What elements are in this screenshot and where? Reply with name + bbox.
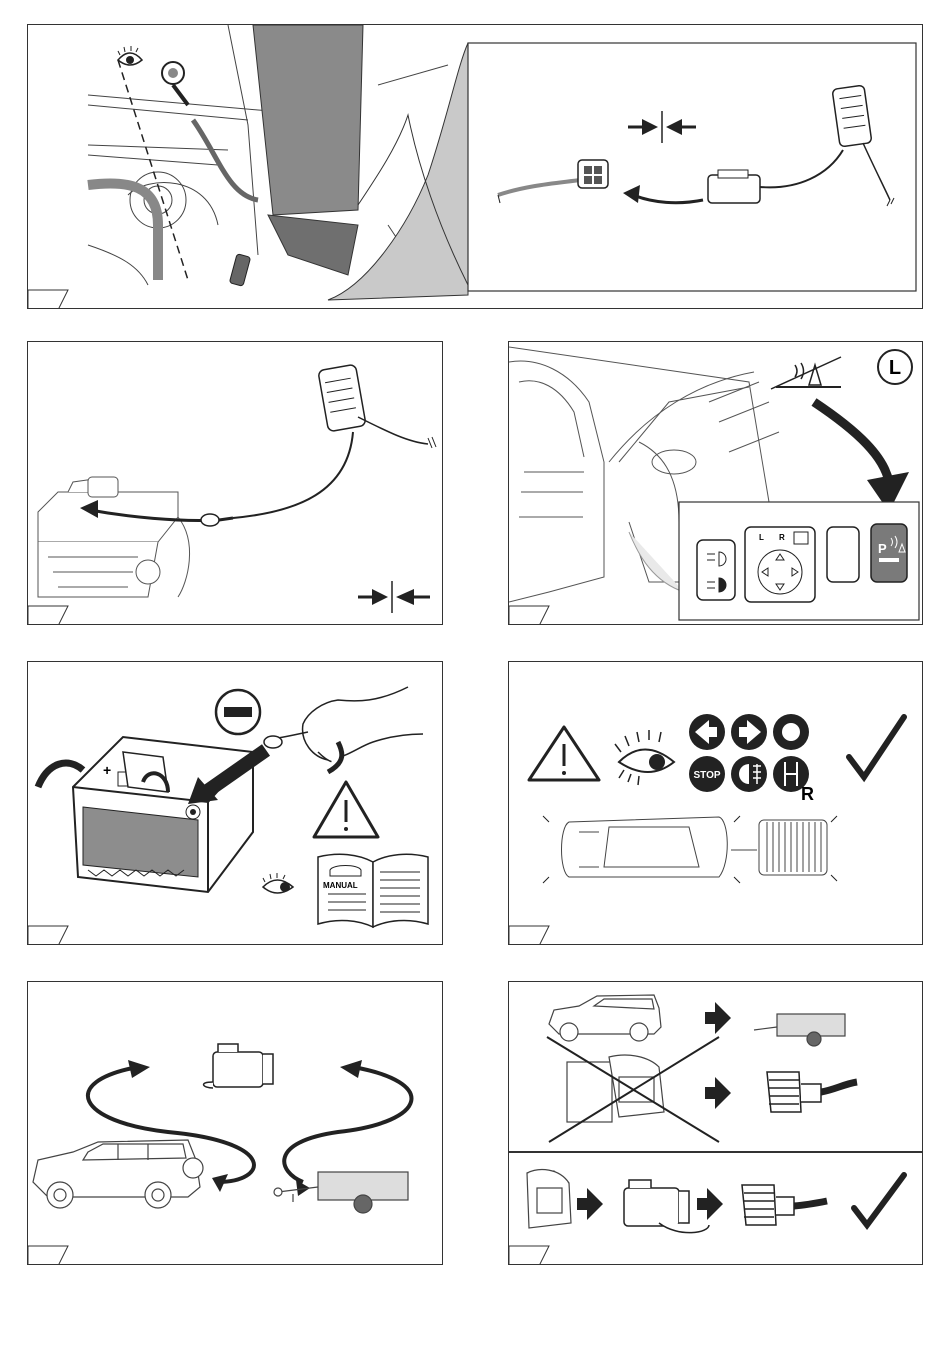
step-5-illustration: STOP R	[509, 662, 923, 945]
hand-with-terminal	[264, 687, 423, 772]
panel-step-1	[27, 24, 923, 309]
step-7-illustration	[509, 982, 923, 1152]
arrow-tip	[340, 1060, 362, 1078]
arrow-right-icon	[731, 714, 767, 750]
checkmark-icon	[854, 1175, 904, 1225]
trailer-top-view	[759, 816, 837, 881]
loop-arrow-right	[284, 1067, 411, 1182]
round-plug	[162, 62, 188, 105]
body-panel	[253, 25, 363, 215]
body-panel-lower	[268, 215, 358, 275]
step-2-illustration	[28, 342, 443, 625]
grey-cable	[88, 183, 158, 280]
svg-text:P: P	[878, 541, 887, 556]
letter-l-badge: L	[878, 350, 912, 384]
parking-sensor-switch[interactable]: P	[871, 524, 907, 582]
warning-icon	[314, 782, 378, 837]
car-top-view	[543, 816, 740, 883]
reverse-gear-icon: R	[773, 756, 814, 804]
trailer-side-view	[754, 1014, 845, 1046]
manual-book-icon: MANUAL	[318, 854, 428, 927]
panel-step-7	[508, 981, 923, 1152]
tow-socket-module	[624, 1180, 709, 1233]
mirror-control: L R	[745, 527, 815, 602]
suv-side-view	[549, 995, 661, 1041]
small-connector	[229, 254, 250, 287]
connect-arrows-icon	[358, 581, 430, 613]
arrow-right-icon	[697, 1188, 723, 1220]
ground-wire	[233, 432, 353, 518]
page-fold-corner	[28, 290, 68, 309]
car-battery: +	[73, 737, 253, 892]
relay-module	[318, 364, 436, 448]
svg-text:STOP: STOP	[693, 770, 720, 781]
step-6-illustration	[28, 982, 443, 1265]
stop-icon: STOP	[689, 756, 725, 792]
page-fold-corner	[509, 1246, 549, 1265]
step-8-illustration	[509, 1153, 923, 1265]
svg-text:R: R	[779, 533, 785, 542]
ring-terminal	[201, 514, 233, 526]
panel-step-8	[508, 1152, 923, 1265]
fog-light-icon	[731, 756, 767, 792]
blank-switch	[827, 527, 859, 582]
pointer-arrow	[814, 402, 889, 482]
brake-light-icon	[773, 714, 809, 750]
panel-step-4: +	[27, 661, 443, 945]
page-fold-corner	[28, 926, 68, 945]
suv-side-view	[33, 1140, 203, 1208]
arrow-tip	[128, 1060, 150, 1078]
panel-step-6	[27, 981, 443, 1265]
no-parking-sensor-icon	[771, 357, 841, 389]
arrow-right-icon	[577, 1188, 603, 1220]
svg-text:L: L	[889, 357, 901, 379]
warning-icon	[529, 727, 599, 780]
eye-icon	[615, 730, 674, 785]
panel-step-3: L L R P	[508, 341, 923, 625]
page-fold-corner	[28, 1246, 68, 1265]
eye-icon	[263, 873, 293, 893]
arrow-right-icon	[705, 1002, 731, 1034]
step-3-illustration: L L R P	[509, 342, 923, 625]
fog-light-switch	[697, 540, 735, 600]
vehicle-socket-area	[527, 1170, 571, 1228]
svg-text:R: R	[801, 784, 814, 804]
page-fold-corner	[28, 606, 68, 625]
eye-icon	[118, 46, 142, 65]
trailer-plug	[742, 1185, 827, 1225]
page-fold-corner	[509, 926, 549, 945]
step-1-illustration	[28, 25, 923, 309]
svg-text:L: L	[759, 533, 764, 542]
battery-sketch	[38, 477, 190, 597]
inset-box	[468, 43, 916, 291]
checkmark-icon	[849, 717, 904, 777]
tow-socket-module	[204, 1044, 273, 1088]
panel-step-5: STOP R	[508, 661, 923, 945]
inset-wedge	[629, 532, 684, 592]
panel-step-2	[27, 341, 443, 625]
svg-text:MANUAL: MANUAL	[323, 881, 358, 890]
arrow-left-icon	[689, 714, 725, 750]
page-fold-corner	[509, 606, 549, 625]
svg-text:+: +	[103, 762, 111, 778]
trailer-plug	[767, 1072, 857, 1112]
tow-socket-crossed	[567, 1055, 664, 1122]
minus-icon	[216, 690, 260, 734]
arrow-right-icon	[705, 1077, 731, 1109]
step-4-illustration: +	[28, 662, 443, 945]
